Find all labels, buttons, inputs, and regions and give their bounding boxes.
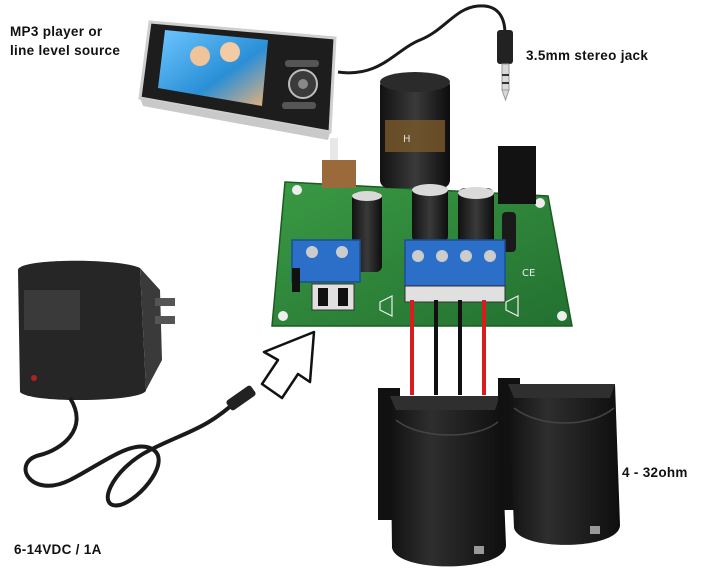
- amplifier-board-icon: H CE: [271, 72, 573, 327]
- power-label: 6-14VDC / 1A: [14, 542, 102, 557]
- svg-text:H: H: [403, 134, 411, 145]
- stereo-jack-icon: [497, 30, 513, 102]
- jack-label: 3.5mm stereo jack: [526, 48, 649, 63]
- speaker-impedance-label: 4 - 32ohm: [622, 465, 688, 480]
- mp3-player-icon: [138, 20, 337, 140]
- arrow-icon: [260, 330, 316, 400]
- power-adapter-icon: [18, 260, 256, 508]
- speaker-wires: [410, 300, 486, 395]
- speaker-icon: [378, 388, 506, 567]
- speaker-icon: [498, 378, 620, 545]
- source-label: MP3 player or line level source: [10, 24, 121, 58]
- audio-cable: [337, 4, 507, 75]
- svg-text:CE: CE: [522, 268, 535, 279]
